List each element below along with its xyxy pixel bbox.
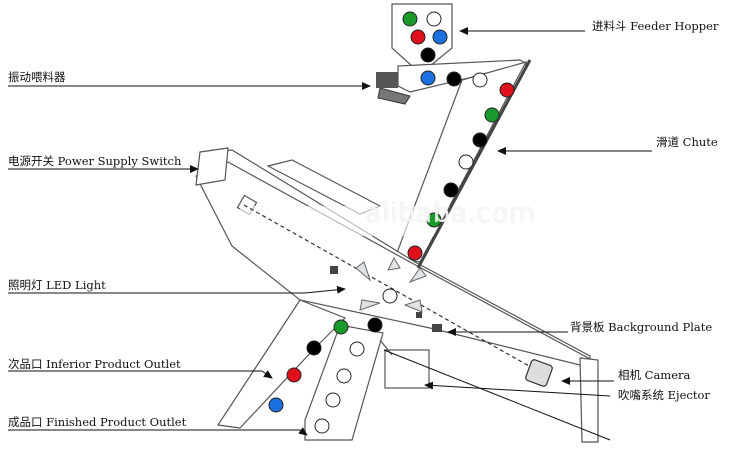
- grain-balls: [268, 11, 515, 434]
- white-grain: [472, 72, 488, 88]
- blue-grain: [268, 397, 284, 413]
- green-grain: [484, 107, 500, 123]
- black-grain: [306, 340, 322, 356]
- arrow-ejector: [424, 381, 611, 397]
- label-finished-outlet: 成品口 Finished Product Outlet: [8, 415, 187, 429]
- arrow-led-light: [8, 285, 346, 294]
- right-housing: [579, 357, 599, 443]
- white-grain: [349, 341, 365, 357]
- label-chute: 滑道 Chute: [656, 135, 718, 149]
- label-inferior-outlet: 次品口 Inferior Product Outlet: [8, 357, 181, 371]
- red-grain: [410, 29, 426, 45]
- red-grain: [499, 82, 515, 98]
- white-grain: [426, 11, 442, 27]
- red-grain: [407, 245, 423, 261]
- white-grain: [382, 288, 398, 304]
- red-grain: [286, 367, 302, 383]
- white-grain: [458, 154, 474, 170]
- label-led-light: 照明灯 LED Light: [8, 278, 106, 292]
- black-grain: [446, 71, 462, 87]
- white-grain: [336, 368, 352, 384]
- green-grain: [333, 319, 349, 335]
- black-grain: [472, 132, 488, 148]
- label-camera: 相机 Camera: [618, 368, 691, 382]
- white-grain: [314, 418, 330, 434]
- black-grain: [367, 317, 383, 333]
- arrow-inferior-outlet: [8, 370, 273, 379]
- camera-unit: [525, 359, 553, 387]
- label-background-plate: 背景板 Background Plate: [570, 320, 713, 334]
- black-grain: [420, 47, 436, 63]
- arrow-finished-outlet: [8, 427, 308, 436]
- label-power-switch: 电源开关 Power Supply Switch: [8, 154, 182, 168]
- green-grain: [402, 11, 418, 27]
- ejector-box: [384, 349, 430, 389]
- blue-grain: [432, 29, 448, 45]
- white-grain: [325, 392, 341, 408]
- label-ejector: 吹嘴系统 Ejector: [618, 388, 710, 402]
- green-grain: [426, 212, 442, 228]
- vibration-feeder-unit: [376, 72, 411, 105]
- black-grain: [443, 182, 459, 198]
- led-light-beams: [355, 256, 427, 313]
- power-switch-panel: [195, 147, 229, 186]
- label-vibration-feeder: 振动喂料器: [8, 70, 66, 84]
- background-plate-block: [432, 324, 442, 332]
- blue-grain: [420, 70, 436, 86]
- watermark: alibaba.com: [365, 198, 536, 229]
- optical-path-line: [243, 204, 546, 376]
- label-feeder-hopper: 进料斗 Feeder Hopper: [592, 19, 719, 33]
- label-arrows: [8, 27, 652, 441]
- inferior-outlet-leg: [216, 299, 347, 429]
